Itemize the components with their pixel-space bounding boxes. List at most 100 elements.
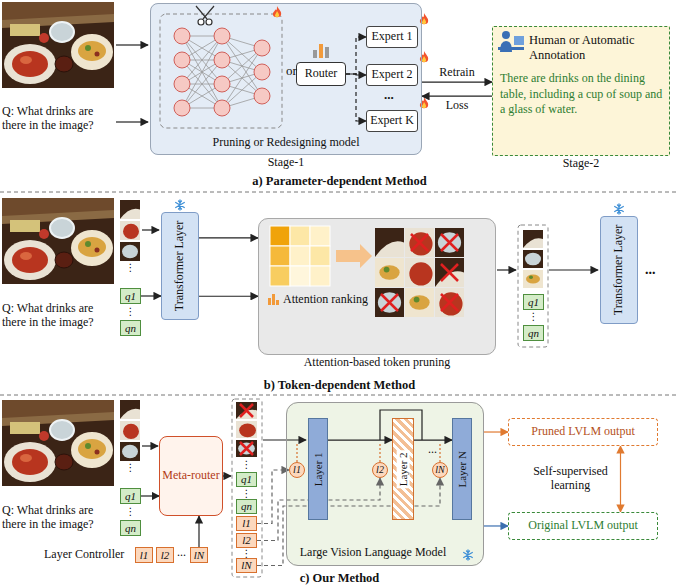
- layer-bar: Layer 1: [308, 418, 328, 520]
- query-token: qn: [236, 499, 257, 514]
- patch-grid: [375, 288, 404, 317]
- token-column: [232, 399, 262, 577]
- connector: [484, 525, 508, 526]
- neural-network: [196, 6, 214, 25]
- attention-heatmap: [290, 266, 310, 286]
- panel-fills: [150, 3, 670, 566]
- image-patch: [120, 421, 140, 440]
- neural-network: [160, 14, 282, 128]
- node-text: Attention-based token pruning: [239, 356, 515, 370]
- input-arrow: [116, 44, 148, 45]
- or-text: or: [286, 64, 297, 79]
- ellipsis: ⋮: [236, 488, 257, 499]
- connector: [199, 296, 258, 297]
- input-arrow: [116, 121, 148, 122]
- node-text: Expert 1: [372, 30, 413, 44]
- layer-bar: Layer N: [452, 418, 472, 520]
- attention-heatmap: [310, 246, 330, 266]
- neural-network: [174, 100, 190, 116]
- input-arrow: [263, 439, 306, 440]
- connector: [198, 516, 199, 547]
- node-text: qn: [241, 500, 252, 513]
- ellipsis: ...: [645, 262, 656, 278]
- node-text: Expert 2: [372, 68, 413, 82]
- node-text: Original LVLM output: [528, 519, 638, 533]
- neural-network: [174, 52, 190, 68]
- attention-heatmap: [270, 226, 330, 286]
- image-patch: [523, 230, 543, 248]
- ellipsis: ⋮: [120, 262, 141, 273]
- pruned-mark: [381, 294, 398, 311]
- neural-network: [254, 40, 270, 56]
- layer-token: l2: [156, 547, 174, 563]
- node-text: l2: [376, 464, 384, 476]
- annotator-icon: [514, 36, 524, 45]
- patch-grid: [405, 288, 434, 317]
- neural-network: [174, 28, 270, 116]
- router-chart-icon: [319, 44, 323, 58]
- patch-grid: [405, 258, 434, 287]
- attention-heatmap: [270, 246, 290, 266]
- gate-control: [379, 444, 380, 462]
- output-box: Original LVLM output: [508, 512, 658, 540]
- annotator-icon: [498, 31, 524, 52]
- neural-network: [196, 6, 214, 19]
- image-patch: [236, 402, 257, 419]
- panel-caption: c) Our Method: [0, 571, 679, 585]
- ellipsis: ...: [428, 443, 437, 457]
- edge-label: Retrain: [437, 66, 476, 80]
- transformer-layer: Transformer Layer: [161, 212, 199, 320]
- expert-box: Expert 2: [366, 64, 418, 86]
- node-text: There are drinks on the dining table, in…: [500, 71, 664, 118]
- token-column: [518, 225, 548, 347]
- patch-grid: [435, 258, 464, 287]
- image-patch: [120, 400, 140, 419]
- input-arrow: [497, 269, 516, 270]
- layer-token: l1: [236, 516, 257, 531]
- router-box: Router: [296, 62, 346, 86]
- neural-network: [254, 64, 270, 80]
- connector: [422, 96, 492, 97]
- image-patch: [120, 242, 140, 261]
- image-patch: [236, 440, 257, 457]
- output-box: Pruned LVLM output: [508, 418, 658, 446]
- ranking-icon: [268, 298, 271, 305]
- input-arrow: [142, 445, 158, 446]
- query-token: qn: [523, 325, 544, 341]
- node-text: Layer N: [456, 451, 469, 487]
- ellipsis: ...: [177, 546, 186, 560]
- connector: [346, 74, 366, 121]
- expert-box: Expert K: [366, 110, 418, 132]
- patch-grid: [375, 258, 404, 287]
- neural-network: [254, 88, 270, 104]
- gate-circle: l1: [289, 462, 305, 478]
- token-column: [232, 225, 548, 577]
- ranking-icon: [276, 300, 279, 305]
- panel-fills: [150, 3, 422, 155]
- pruned-mark: [240, 442, 253, 455]
- query-token: q1: [120, 288, 141, 304]
- annotator-icon: [502, 31, 510, 39]
- image-patch: [120, 221, 140, 240]
- neural-network: [214, 52, 230, 68]
- pruned-mark: [240, 404, 253, 417]
- input-arrow: [142, 229, 159, 230]
- node-text: Pruned LVLM output: [531, 425, 635, 439]
- neural-network: [273, 6, 281, 17]
- image-patch: [523, 270, 543, 288]
- node-text: Transformer Layer: [612, 225, 626, 316]
- ellipsis: ⋮: [523, 311, 544, 322]
- node-text: q1: [125, 490, 136, 503]
- node-text: Pruning or Redesigning model: [151, 136, 421, 150]
- node-text: l2: [242, 534, 251, 547]
- panel-fills: [286, 402, 484, 566]
- node-text: Stage-2: [473, 157, 679, 171]
- question-text: Q: What drinks are there in the image?: [2, 302, 116, 330]
- gate-circle: l2: [372, 462, 388, 478]
- separator: [0, 192, 679, 395]
- controller-label: Layer Controller: [44, 548, 124, 562]
- node-text: lN: [194, 549, 204, 562]
- query-token: q1: [120, 488, 141, 504]
- input-photo: [2, 400, 114, 486]
